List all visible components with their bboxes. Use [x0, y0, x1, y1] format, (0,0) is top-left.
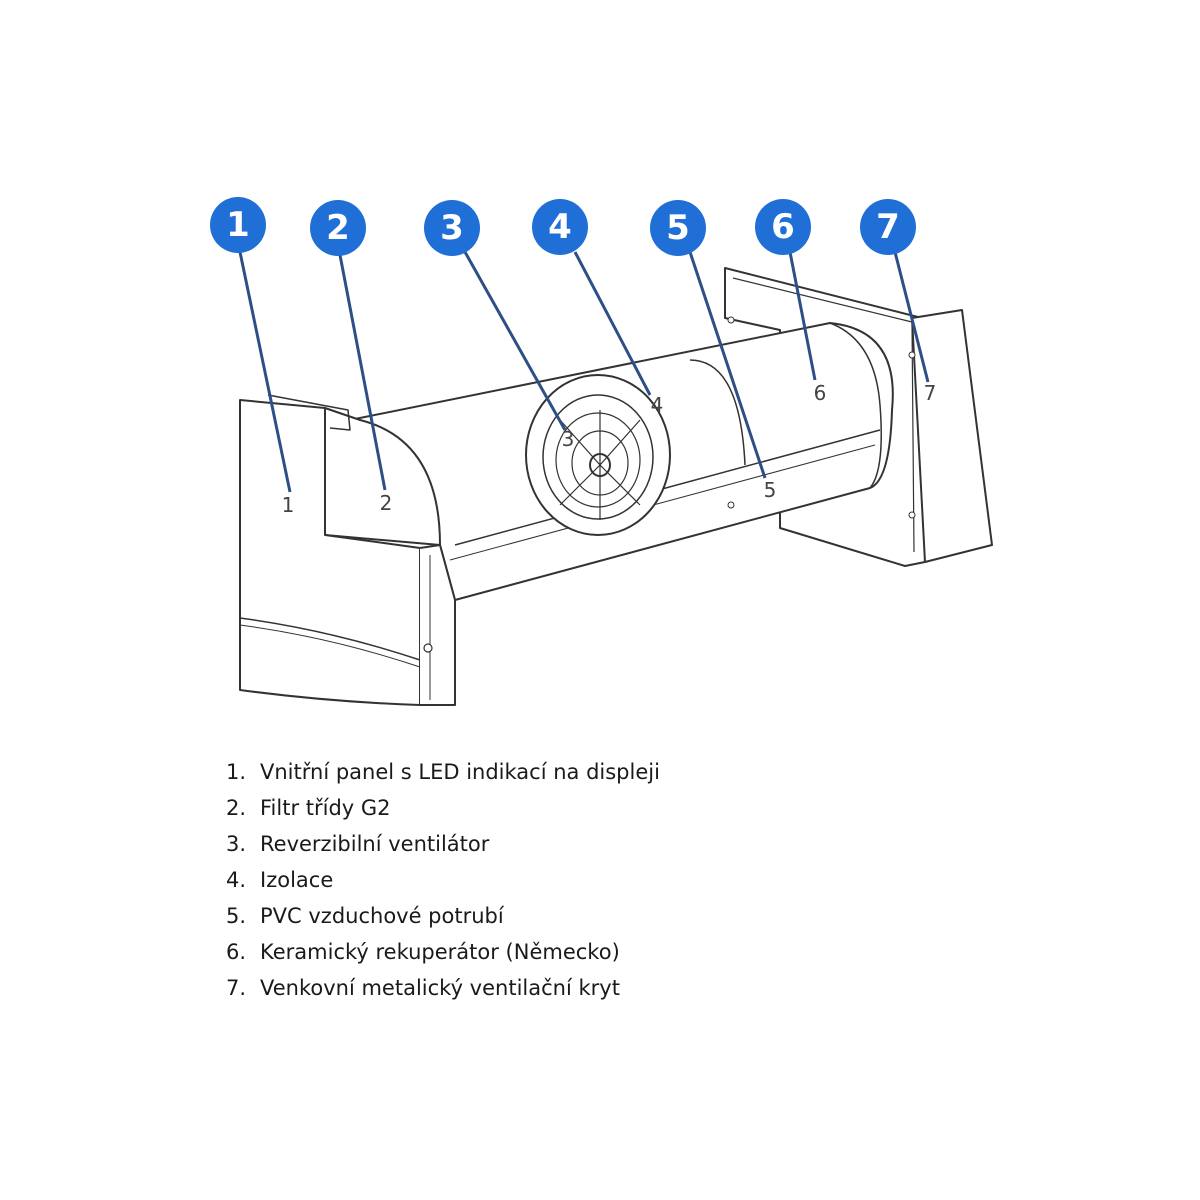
legend-item: 7.Venkovní metalický ventilační kryt: [226, 976, 620, 1000]
device-label-7: 7: [924, 381, 937, 405]
svg-text:5: 5: [666, 208, 690, 248]
svg-text:7: 7: [876, 207, 900, 247]
device-label-4: 4: [651, 393, 664, 417]
badges: 1 2 3 4 5 6 7: [210, 197, 916, 256]
badge-1: 1: [210, 197, 266, 253]
device-label-1: 1: [282, 493, 295, 517]
badge-2: 2: [310, 200, 366, 256]
badge-3: 3: [424, 200, 480, 256]
legend-item: 2.Filtr třídy G2: [226, 796, 391, 820]
device-label-2: 2: [380, 491, 393, 515]
device-label-5: 5: [764, 478, 777, 502]
device-labels: 1 2 3 4 5 6 7: [282, 381, 937, 517]
badge-6: 6: [755, 199, 811, 255]
badge-7: 7: [860, 199, 916, 255]
device-label-6: 6: [814, 381, 827, 405]
svg-text:4: 4: [548, 207, 572, 247]
legend-item: 4.Izolace: [226, 868, 334, 892]
device-label-3: 3: [562, 427, 575, 451]
badge-5: 5: [650, 200, 706, 256]
svg-text:6: 6: [771, 207, 795, 247]
legend-item: 6.Keramický rekuperátor (Německo): [226, 940, 620, 964]
outdoor-cover: [911, 309, 993, 563]
legend-item: 3.Reverzibilní ventilátor: [226, 832, 490, 856]
leader-lines: [238, 251, 930, 493]
legend-item: 1.Vnitřní panel s LED indikací na disple…: [226, 760, 660, 784]
legend-item: 5.PVC vzduchové potrubí: [226, 904, 504, 928]
parts-legend: 1.Vnitřní panel s LED indikací na disple…: [226, 760, 660, 1012]
svg-text:1: 1: [226, 205, 250, 245]
svg-text:3: 3: [440, 208, 464, 248]
badge-4: 4: [532, 199, 588, 255]
svg-text:2: 2: [326, 208, 350, 248]
